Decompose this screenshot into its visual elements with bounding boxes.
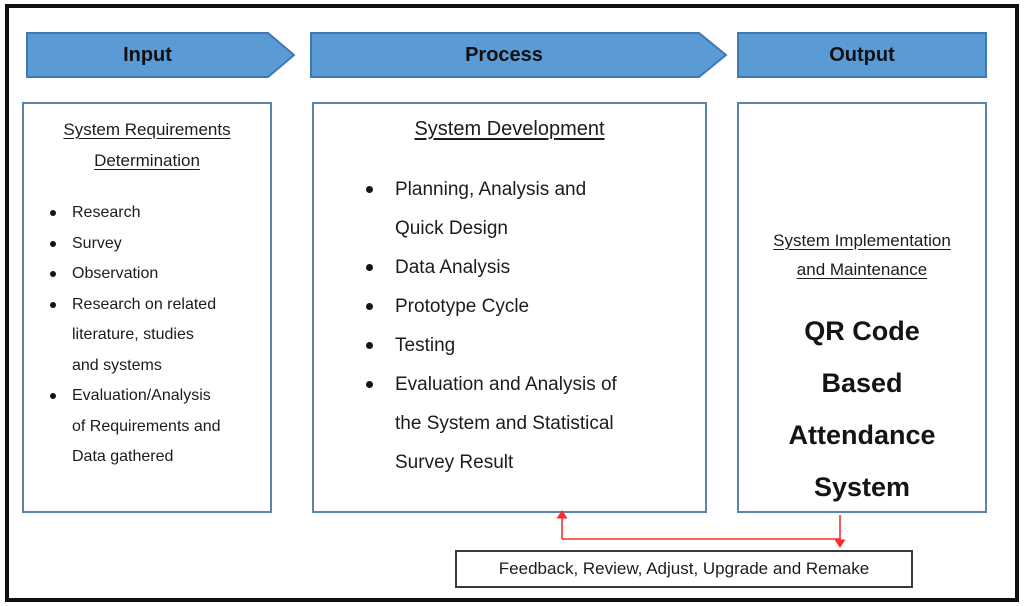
output-title: QR Code Based Attendance System [788,316,936,502]
bullet-icon [50,271,56,277]
banner-output: Output [737,32,987,78]
input-box-heading: System Requirements Determination [63,120,231,170]
right-arrow-shape [26,32,296,78]
process-box: System Development Planning, Analysis an… [312,102,707,513]
bullet-icon [50,240,56,247]
list-item: Research on related literature, studies … [24,290,270,382]
list-item: Planning, Analysis and Quick Design [314,170,705,248]
process-bullet-list: Planning, Analysis and Quick Design Data… [314,170,705,482]
bullet-icon [366,342,373,349]
bullet-icon [366,303,373,310]
list-item: Prototype Cycle [314,287,705,326]
bullet-icon [50,393,56,399]
list-item: Data Analysis [314,248,705,287]
list-item: Research [24,198,270,229]
list-item: Evaluation/Analysis of Requirements and … [24,381,270,473]
output-box-heading: System Implementation and Maintenance [773,231,951,279]
input-box: System Requirements Determination Resear… [22,102,272,513]
feedback-label: Feedback, Review, Adjust, Upgrade and Re… [498,559,870,578]
banner-process-label: Process [465,43,543,66]
list-item: Survey [24,229,270,260]
bullet-icon [50,301,56,308]
output-box: System Implementation and Maintenance QR… [737,102,987,513]
bullet-icon [366,186,373,193]
list-item: Observation [24,259,270,290]
input-bullet-list: Research Survey Observation Research on … [24,198,270,473]
banner-input-label: Input [123,43,172,66]
process-box-heading: System Development [414,118,605,140]
bullet-icon [50,210,56,216]
feedback-box: Feedback, Review, Adjust, Upgrade and Re… [455,550,913,588]
bullet-icon [366,381,373,388]
bullet-icon [366,264,373,271]
list-item: Evaluation and Analysis of the System an… [314,365,705,482]
list-item: Testing [314,326,705,365]
banner-input: Input [26,32,296,78]
right-arrow-shape [310,32,728,78]
banner-process: Process [310,32,728,78]
outer-frame [5,4,1019,602]
banner-output-label: Output [829,43,895,66]
